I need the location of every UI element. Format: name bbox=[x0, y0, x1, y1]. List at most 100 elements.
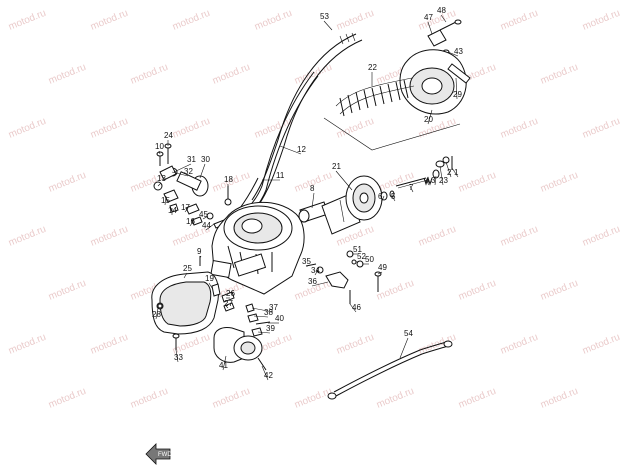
hose-53 bbox=[251, 32, 363, 207]
leader-9 bbox=[199, 255, 202, 259]
part-52 bbox=[351, 259, 357, 265]
watermark-text: motod.ru bbox=[7, 116, 48, 141]
leader-52 bbox=[355, 260, 362, 263]
leader-41 bbox=[222, 355, 227, 371]
forward-arrow-label: FWD bbox=[158, 452, 172, 458]
callout-5: 5 bbox=[391, 192, 396, 201]
leader-13 bbox=[157, 182, 162, 187]
callout-48: 48 bbox=[437, 6, 446, 15]
leader-30 bbox=[199, 163, 206, 179]
callout-23: 23 bbox=[439, 176, 448, 185]
part-40 bbox=[255, 321, 271, 325]
leader-15 bbox=[164, 195, 167, 206]
leader-5 bbox=[391, 195, 396, 202]
part-15 bbox=[163, 189, 179, 203]
leader-49 bbox=[377, 271, 383, 275]
leader-21 bbox=[335, 170, 353, 191]
watermark-text: motod.ru bbox=[211, 62, 252, 87]
lever-36 bbox=[325, 271, 349, 289]
callout-3: 3 bbox=[431, 176, 436, 185]
watermark-text: motod.ru bbox=[7, 8, 48, 33]
watermark-text: motod.ru bbox=[539, 278, 580, 303]
watermark-text: motod.ru bbox=[457, 386, 498, 411]
watermark-text: motod.ru bbox=[499, 8, 540, 33]
callout-39: 39 bbox=[266, 324, 275, 333]
part-18 bbox=[224, 186, 232, 206]
leader-37 bbox=[251, 307, 274, 313]
callout-29: 29 bbox=[453, 90, 462, 99]
part-17 bbox=[185, 203, 200, 215]
valve-assembly-30 bbox=[176, 171, 209, 197]
watermark-text: motod.ru bbox=[89, 224, 130, 249]
callout-27: 27 bbox=[224, 299, 233, 308]
callout-10: 10 bbox=[155, 142, 164, 151]
callout-7: 7 bbox=[409, 183, 414, 192]
callout-36: 36 bbox=[308, 277, 317, 286]
callout-26: 26 bbox=[226, 289, 235, 298]
callout-54: 54 bbox=[404, 329, 413, 338]
plunger-32 bbox=[159, 165, 177, 181]
watermark-text: motod.ru bbox=[539, 170, 580, 195]
watermark-text: motod.ru bbox=[7, 224, 48, 249]
watermark-text: motod.ru bbox=[211, 386, 252, 411]
needle-7 bbox=[395, 177, 429, 189]
callout-41: 41 bbox=[219, 361, 228, 370]
watermark-text: motod.ru bbox=[47, 278, 88, 303]
watermark-text: motod.ru bbox=[375, 386, 416, 411]
watermark-text: motod.ru bbox=[457, 170, 498, 195]
watermark-text: motod.ru bbox=[7, 332, 48, 357]
callout-6: 6 bbox=[378, 192, 383, 201]
screw-48 bbox=[439, 19, 462, 31]
leader-6 bbox=[381, 195, 385, 202]
callout-4: 4 bbox=[425, 176, 430, 185]
watermark-text: motod.ru bbox=[499, 224, 540, 249]
part-27 bbox=[223, 302, 235, 312]
callout-18: 18 bbox=[224, 175, 233, 184]
callout-17: 17 bbox=[181, 203, 190, 212]
leader-45 bbox=[202, 215, 209, 220]
watermark-text: motod.ru bbox=[581, 8, 622, 33]
callout-9: 9 bbox=[197, 247, 202, 256]
callout-51: 51 bbox=[353, 245, 362, 254]
callout-45: 45 bbox=[199, 210, 208, 219]
watermark-text: motod.ru bbox=[581, 332, 622, 357]
callout-46: 46 bbox=[352, 303, 361, 312]
leader-53 bbox=[323, 20, 333, 31]
callout-labels: 1234567891011121314151617181920212223242… bbox=[152, 6, 463, 380]
leader-3 bbox=[434, 175, 437, 186]
part-26 bbox=[221, 291, 235, 303]
leader-1 bbox=[451, 167, 459, 178]
leader-12 bbox=[279, 145, 302, 155]
part-38 bbox=[247, 313, 259, 323]
watermark-text: motod.ru bbox=[47, 386, 88, 411]
callout-53: 53 bbox=[320, 12, 329, 21]
leader-31 bbox=[173, 163, 192, 173]
callout-49: 49 bbox=[378, 263, 387, 272]
callout-15: 15 bbox=[161, 196, 170, 205]
slide-21 bbox=[321, 175, 383, 235]
callout-44: 44 bbox=[202, 221, 211, 230]
callout-33: 33 bbox=[174, 353, 183, 362]
watermark-text: motod.ru bbox=[335, 332, 376, 357]
seat-2 bbox=[442, 156, 450, 164]
leader-43 bbox=[447, 51, 459, 57]
watermark-text: motod.ru bbox=[335, 116, 376, 141]
watermark-text: motod.ru bbox=[89, 332, 130, 357]
callout-14: 14 bbox=[168, 206, 177, 215]
watermark-text: motod.ru bbox=[499, 116, 540, 141]
leader-guide bbox=[323, 117, 461, 151]
leader-23 bbox=[439, 165, 444, 186]
float-bowl-25 bbox=[151, 271, 219, 335]
callout-24: 24 bbox=[164, 131, 173, 140]
watermark-text: motod.ru bbox=[129, 386, 170, 411]
callout-31: 31 bbox=[187, 155, 196, 164]
callout-42: 42 bbox=[264, 371, 273, 380]
callout-1: 1 bbox=[454, 168, 459, 177]
watermark-text: motod.ru bbox=[457, 278, 498, 303]
screw-35 bbox=[305, 263, 317, 267]
callout-22: 22 bbox=[368, 63, 377, 72]
pin-29 bbox=[447, 63, 471, 84]
leader-28 bbox=[155, 307, 159, 320]
washer-5 bbox=[389, 190, 395, 198]
leader-8 bbox=[311, 192, 315, 209]
